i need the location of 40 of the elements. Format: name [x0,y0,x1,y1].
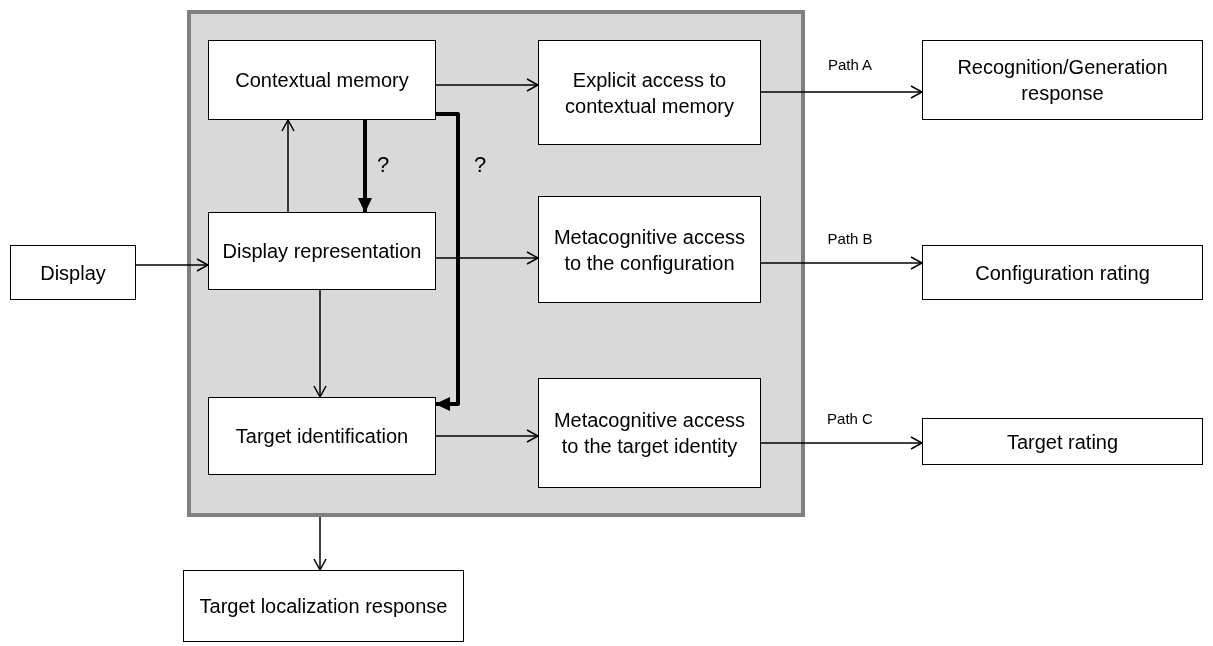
arrow [760,436,923,450]
process-box [922,418,1203,465]
box-text: Target localization response [198,594,449,619]
box-text: Metacognitive access to the configuration [552,224,747,276]
arrow [435,251,539,265]
edge-label: ? [473,152,487,178]
box-text: Metacognitive access to the target identity [552,408,747,459]
grouping-panel [187,10,805,517]
edge-label: ? [376,152,390,178]
box-text: Display [39,260,107,286]
process-box [538,196,761,303]
box-text: Explicit access to contextual memory [564,67,735,119]
edge-label: Path B [827,229,873,247]
process-box [183,570,464,642]
arrow [435,78,539,92]
arrow [281,119,295,213]
arrow [435,429,539,443]
arrow [313,516,327,571]
box-text: Contextual memory [234,68,410,93]
arrow [313,289,327,398]
box-text: Target rating [1005,429,1120,455]
edge-label: Path C [827,409,873,427]
process-box [538,378,761,488]
arrow [358,120,372,213]
process-box [922,40,1203,120]
process-box [208,397,436,475]
process-box [10,245,136,300]
arrow [435,112,460,411]
box-text: Display representation [221,239,423,264]
process-box [538,40,761,145]
edge-label: Path A [827,55,873,73]
arrow [760,85,923,99]
box-text: Target identification [234,424,410,449]
arrow [135,258,209,272]
process-box [208,212,436,290]
arrow [760,256,923,270]
box-text: Recognition/Generation response [956,55,1169,106]
process-box [922,245,1203,300]
process-box [208,40,436,120]
box-text: Configuration rating [974,260,1151,286]
